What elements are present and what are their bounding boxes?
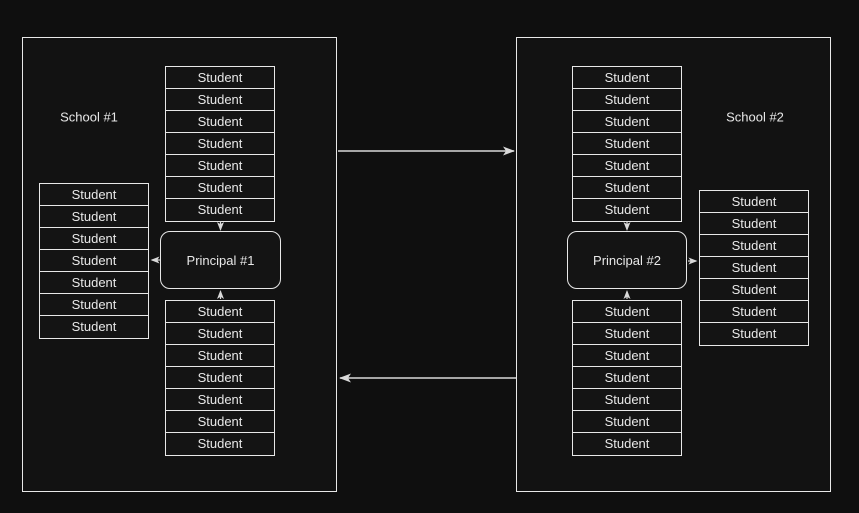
student-row: Student [573, 345, 681, 367]
student-row: Student [166, 389, 274, 411]
student-row: Student [573, 111, 681, 133]
student-row: Student [700, 213, 808, 235]
student-row: Student [731, 326, 777, 341]
principal-2-box: Principal #2 [567, 231, 687, 289]
principal-1-label: Principal #1 [186, 252, 255, 268]
student-row: Student [573, 67, 681, 89]
student-row: Student [197, 436, 243, 451]
principal-1-box: Principal #1 [160, 231, 281, 289]
student-row: Student [166, 411, 274, 433]
student-row: Student [166, 111, 274, 133]
student-row: Student [166, 155, 274, 177]
student-row: Student [166, 301, 274, 323]
student-row: Student [604, 202, 650, 217]
student-row: Student [40, 206, 148, 228]
student-row: Student [573, 367, 681, 389]
student-row: Student [71, 319, 117, 334]
student-row: Student [573, 411, 681, 433]
student-row: Student [700, 301, 808, 323]
student-row: Student [197, 202, 243, 217]
student-row: Student [166, 323, 274, 345]
student-row: Student [700, 191, 808, 213]
student-row: Student [573, 155, 681, 177]
student-row: Student [166, 345, 274, 367]
student-row: Student [573, 89, 681, 111]
student-row: Student [166, 367, 274, 389]
student-row: Student [40, 250, 148, 272]
student-row: Student [700, 257, 808, 279]
student-row: Student [573, 301, 681, 323]
school-1-title: School #1 [60, 109, 118, 125]
student-row: Student [40, 228, 148, 250]
student-row: Student [573, 177, 681, 199]
student-row: Student [166, 67, 274, 89]
student-row: Student [166, 133, 274, 155]
student-row: Student [166, 177, 274, 199]
student-row: Student [40, 272, 148, 294]
student-row: Student [573, 389, 681, 411]
student-row: Student [604, 436, 650, 451]
principal-2-label: Principal #2 [593, 252, 661, 268]
student-row: Student [573, 133, 681, 155]
student-row: Student [700, 235, 808, 257]
student-row: Student [40, 184, 148, 206]
student-row: Student [573, 323, 681, 345]
school-2-title: School #2 [726, 109, 784, 125]
student-row: Student [166, 89, 274, 111]
student-row: Student [40, 294, 148, 316]
student-row: Student [700, 279, 808, 301]
